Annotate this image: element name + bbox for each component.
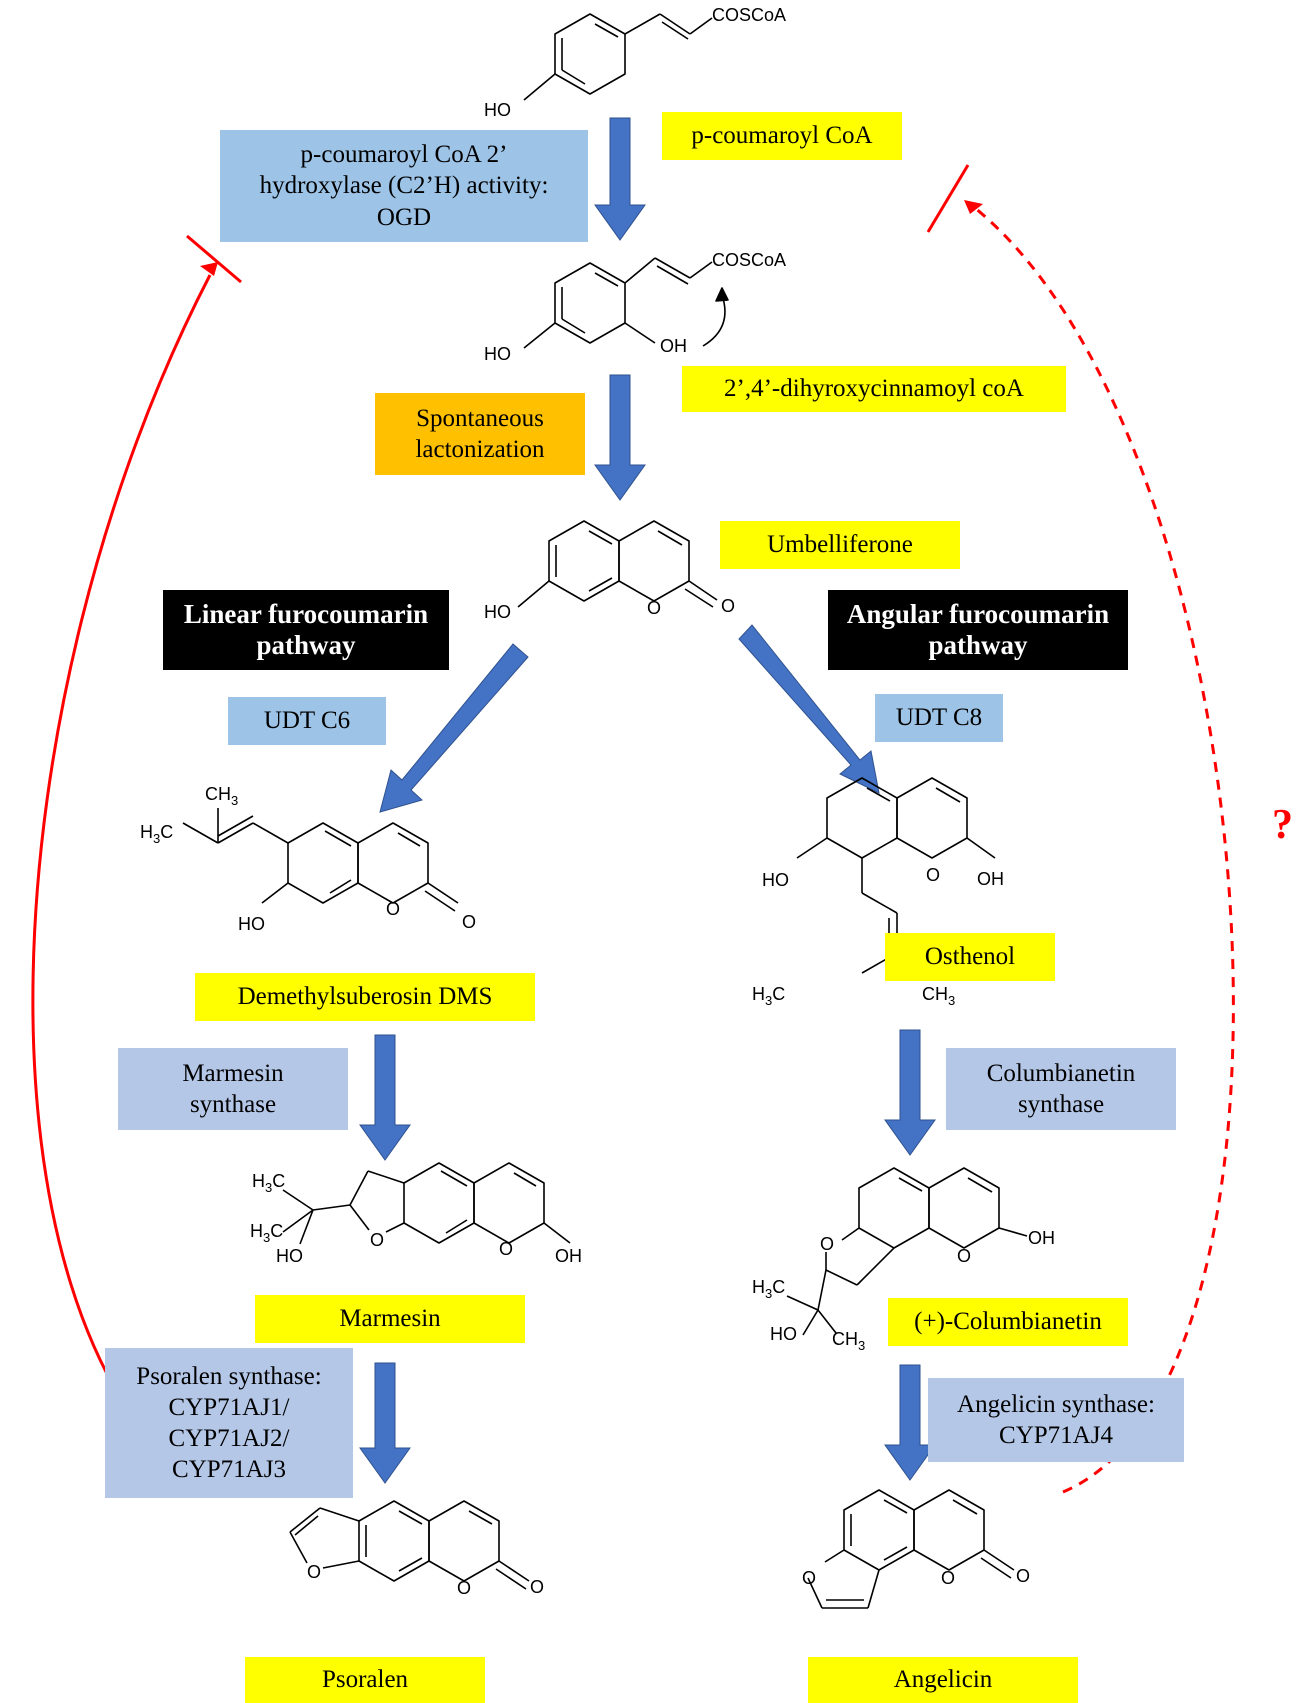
atom-h3c: H3C	[250, 1221, 283, 1245]
atom-o: O	[802, 1568, 816, 1588]
arrow-marmesin-synthase	[359, 1034, 411, 1161]
atom-ho: HO	[238, 914, 265, 934]
label-umbelliferone: Umbelliferone	[720, 521, 960, 569]
structure-umbelliferone	[517, 520, 718, 608]
atom-oh: OH	[555, 1246, 582, 1266]
atom-h3c: H3C	[140, 822, 173, 846]
enzyme-c2h: p-coumaroyl CoA 2’ hydroxylase (C2’H) ac…	[220, 130, 588, 242]
atom-o: O	[499, 1239, 513, 1259]
inhibition-bar-angelicin	[926, 164, 970, 233]
enzyme-psoralen-synthase: Psoralen synthase: CYP71AJ1/ CYP71AJ2/ C…	[105, 1348, 353, 1498]
unknown-mark: ?	[1272, 802, 1293, 848]
label-marmesin: Marmesin	[255, 1295, 525, 1343]
atom-o: O	[1016, 1566, 1030, 1586]
atom-h3c: H3C	[752, 1277, 785, 1301]
arrow-lactonization	[594, 374, 646, 501]
enzyme-columbianetin-synthase: Columbianetin synthase	[946, 1048, 1176, 1130]
structure-marmesin	[282, 1162, 571, 1245]
atom-o: O	[957, 1246, 971, 1266]
structure-psoralen	[289, 1500, 530, 1590]
arrow-angelicin-synthase	[884, 1364, 936, 1481]
label-angelicin: Angelicin	[808, 1657, 1078, 1703]
atom-h3c: H3C	[752, 984, 785, 1008]
atom-o: O	[307, 1562, 321, 1582]
atom-ho: HO	[276, 1246, 303, 1266]
atom-ch: CH3	[205, 784, 238, 808]
pathway-angular: Angular furocoumarin pathway	[828, 590, 1128, 670]
structure-columbianetin	[786, 1167, 1028, 1336]
structure-demethylsuberosin	[182, 808, 459, 912]
enzyme-angelicin-synthase: Angelicin synthase: CYP71AJ4	[928, 1378, 1184, 1462]
atom-ho: HO	[484, 602, 511, 622]
atom-ho: HO	[484, 344, 511, 364]
pathway-linear: Linear furocoumarin pathway	[163, 590, 449, 670]
arrow-columbianetin-synthase	[884, 1029, 936, 1156]
atom-ch3: CH3	[832, 1329, 865, 1353]
atom-ho: HO	[770, 1324, 797, 1344]
atom-coscoa: COSCoA	[712, 5, 786, 25]
atom-ho: HO	[762, 870, 789, 890]
atom-o: O	[530, 1577, 544, 1597]
enzyme-udt-c8: UDT C8	[875, 694, 1003, 742]
label-dihydroxycinnamoyl-coa: 2’,4’-dihyroxycinnamoyl coA	[682, 366, 1066, 412]
inhibition-bar-c2h	[186, 234, 242, 284]
arrow-udt-c8	[738, 624, 880, 794]
atom-o: O	[926, 865, 940, 885]
atom-o: O	[370, 1230, 384, 1250]
enzyme-spontaneous-lactonization: Spontaneous lactonization	[375, 393, 585, 475]
feedback-arrowhead-angelicin	[964, 200, 983, 214]
structure-dihydroxycinnamoyl-coa	[523, 257, 729, 349]
atom-o: O	[941, 1568, 955, 1588]
label-p-coumaroyl-coa: p-coumaroyl CoA	[662, 112, 902, 160]
label-columbianetin: (+)-Columbianetin	[888, 1298, 1128, 1346]
feedback-arrowhead-psoralen	[200, 262, 218, 276]
enzyme-udt-c6: UDT C6	[228, 697, 386, 745]
feedback-arc-psoralen	[31, 274, 212, 1497]
label-demethylsuberosin: Demethylsuberosin DMS	[195, 973, 535, 1021]
atom-h3c: H3C	[252, 1171, 285, 1195]
atom-o: O	[386, 899, 400, 919]
atom-oh: OH	[660, 336, 687, 356]
atom-o: O	[647, 598, 661, 618]
structure-p-coumaroyl-coa	[523, 13, 713, 101]
atom-o: O	[721, 596, 735, 616]
atom-o: O	[820, 1234, 834, 1254]
atom-ho: HO	[484, 100, 511, 120]
atom-o: O	[457, 1578, 471, 1598]
atom-oh: OH	[1028, 1228, 1055, 1248]
arrow-psoralen-synthase	[359, 1362, 411, 1484]
atom-oh: OH	[977, 869, 1004, 889]
enzyme-marmesin-synthase: Marmesin synthase	[118, 1048, 348, 1130]
atom-coscoa: COSCoA	[712, 250, 786, 270]
atom-ch3: CH3	[922, 984, 955, 1008]
structure-angelicin	[807, 1489, 1015, 1609]
arrow-c2h	[594, 117, 646, 241]
label-osthenol: Osthenol	[885, 933, 1055, 981]
arrow-udt-c6	[379, 643, 529, 813]
atom-o: O	[462, 912, 476, 932]
label-psoralen: Psoralen	[245, 1657, 485, 1703]
